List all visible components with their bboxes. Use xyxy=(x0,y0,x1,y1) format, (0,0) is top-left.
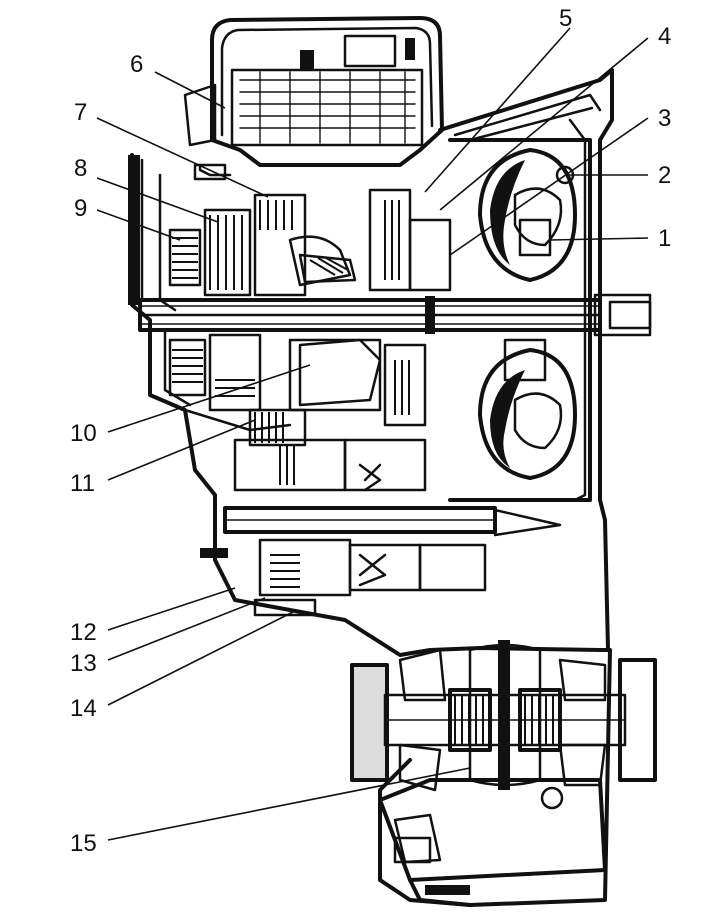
leader-13 xyxy=(107,597,266,661)
clutch-packs-lower xyxy=(168,333,427,492)
callout-11: 11 xyxy=(70,470,95,497)
transmission-drawing xyxy=(128,16,657,907)
callout-6: 6 xyxy=(130,51,143,78)
leader-12 xyxy=(107,587,236,631)
intermediate-shaft xyxy=(200,506,562,617)
leader-4 xyxy=(439,37,649,211)
valve-body xyxy=(183,16,444,167)
callout-4: 4 xyxy=(658,23,671,50)
clutch-packs-upper xyxy=(168,188,452,297)
leader-6 xyxy=(154,71,226,109)
callout-leaders xyxy=(96,27,649,841)
differential xyxy=(350,640,657,907)
callout-3: 3 xyxy=(658,105,671,132)
leader-9 xyxy=(96,209,181,241)
leader-14 xyxy=(107,611,294,706)
callout-13: 13 xyxy=(70,650,97,677)
callout-12: 12 xyxy=(70,619,97,646)
callout-14: 14 xyxy=(70,695,97,722)
main-shaft xyxy=(138,293,652,337)
torque-converter xyxy=(448,118,592,502)
leader-11 xyxy=(107,419,256,481)
leader-1 xyxy=(549,237,649,241)
callout-2: 2 xyxy=(658,162,671,189)
callout-15: 15 xyxy=(70,830,97,857)
callout-8: 8 xyxy=(74,155,87,182)
leader-8 xyxy=(96,177,219,223)
callout-1: 1 xyxy=(658,225,671,252)
leader-5 xyxy=(424,27,571,193)
leader-7 xyxy=(96,117,269,198)
leader-3 xyxy=(449,117,649,256)
leader-15 xyxy=(107,767,471,841)
leader-10 xyxy=(107,364,311,433)
callout-7: 7 xyxy=(74,99,87,126)
callout-numbers: 1 2 3 4 5 6 7 8 9 10 11 12 13 14 15 xyxy=(70,5,671,857)
callout-9: 9 xyxy=(74,195,87,222)
callout-5: 5 xyxy=(559,5,572,32)
callout-10: 10 xyxy=(70,420,97,447)
